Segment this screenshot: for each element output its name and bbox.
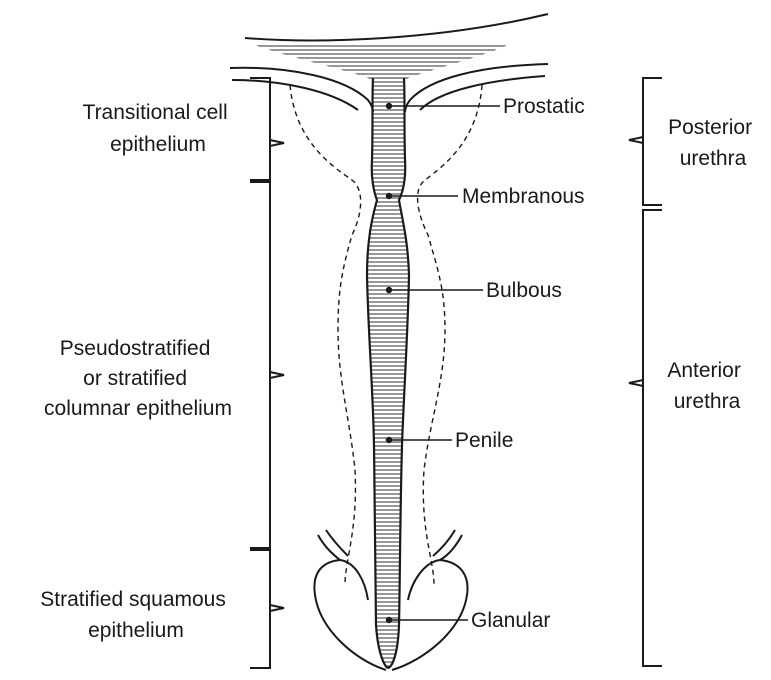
epithelium-brackets: [250, 78, 284, 668]
posterior-label-line2: urethra: [680, 147, 747, 170]
transitional-label-line2: epithelium: [110, 133, 206, 156]
bracket-posterior: [629, 78, 662, 205]
bracket-pseudostratified: [250, 182, 284, 548]
posterior-label-line1: Posterior: [668, 116, 752, 139]
bracket-anterior: [629, 210, 662, 666]
posterior-urethra-label: Posterior urethra: [668, 116, 758, 170]
membranous-label: Membranous: [462, 185, 585, 208]
bulbous-label: Bulbous: [486, 279, 562, 302]
penile-label: Penile: [455, 429, 513, 452]
anterior-label-line2: urethra: [674, 390, 741, 413]
pseudostratified-label-line1: Pseudostratified: [60, 337, 211, 360]
glanular-label: Glanular: [471, 609, 550, 632]
squamous-label-line1: Stratified squamous: [40, 588, 226, 611]
anterior-urethra-label: Anterior urethra: [667, 359, 746, 413]
prostatic-label: Prostatic: [503, 95, 585, 118]
pseudostratified-label: Pseudostratified or stratified columnar …: [44, 337, 232, 420]
region-brackets: [629, 78, 662, 666]
transitional-label-line1: Transitional cell: [83, 101, 228, 124]
bracket-squamous: [250, 550, 284, 668]
pseudostratified-label-line2: or stratified: [83, 367, 187, 390]
pseudostratified-label-line3: columnar epithelium: [44, 397, 232, 420]
urethral-lumen: [360, 70, 420, 675]
squamous-label-line2: epithelium: [88, 619, 184, 642]
anterior-label-line1: Anterior: [667, 359, 741, 382]
squamous-label: Stratified squamous epithelium: [40, 588, 231, 642]
transitional-label: Transitional cell epithelium: [83, 101, 234, 156]
bracket-transitional: [250, 78, 284, 180]
